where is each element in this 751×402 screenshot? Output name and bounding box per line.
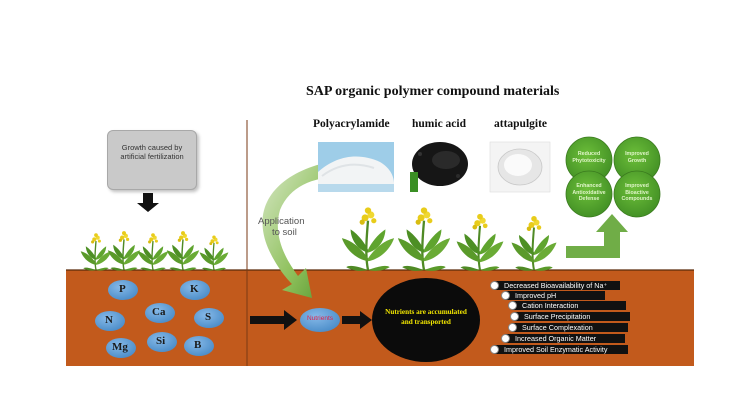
nutrient-k: K — [190, 283, 199, 295]
nutrient-ca: Ca — [152, 306, 166, 318]
accumulation-line-2: and transported — [401, 318, 451, 326]
benefit-line: Growth — [627, 157, 647, 164]
fertilization-box: Growth caused by artificial fertilizatio… — [107, 130, 197, 190]
benefit-label-antioxidative-defense: Enhanced Antioxidative Defense — [567, 183, 611, 203]
accumulation-circle — [372, 278, 480, 362]
nutrient-si: Si — [156, 335, 166, 347]
benefit-line: Enhanced — [576, 183, 602, 189]
application-label: Application to soil — [258, 216, 304, 238]
nutrients-bubble-label: Nutrients — [306, 315, 333, 322]
benefit-line: Compounds — [621, 196, 653, 202]
nutrient-b: B — [194, 339, 202, 351]
humic-acid-photo — [410, 142, 468, 192]
nutrient-n: N — [105, 314, 113, 326]
fertilization-line-2: artificial fertilization — [120, 152, 184, 161]
effect-item: Improved pH — [505, 291, 605, 300]
application-arrow-icon — [262, 160, 340, 298]
bullet-icon — [490, 281, 499, 290]
application-line-1: Application — [258, 216, 305, 227]
benefit-line: Improved — [625, 151, 649, 157]
bullet-icon — [510, 312, 519, 321]
benefit-label-improved-growth: Improved Growth — [615, 151, 659, 164]
benefit-line: Improved — [625, 183, 649, 189]
accumulation-line-1: Nutrients are accumulated — [385, 308, 467, 316]
right-arrow-icon — [250, 310, 297, 330]
up-arrow-icon — [566, 214, 628, 258]
nutrient-bubbles — [95, 280, 224, 358]
material-label-humic-acid: humic acid — [412, 118, 466, 130]
polyacrylamide-photo — [318, 142, 394, 192]
effect-item: Surface Precipitation — [514, 312, 630, 321]
nutrient-mg: Mg — [112, 341, 128, 353]
fertilization-line-1: Growth caused by — [121, 143, 183, 152]
right-plants — [340, 206, 558, 273]
benefit-line: Reduced — [577, 151, 601, 157]
benefit-line: Antioxidative — [572, 189, 606, 196]
benefit-line: Bioactive — [625, 189, 649, 196]
benefit-circles — [565, 136, 661, 218]
bullet-icon — [501, 334, 510, 343]
benefit-label-reduced-phytotoxicity: Reduced Phytotoxicity — [567, 151, 611, 164]
effect-item: Decreased Bioavailability of Na⁺ — [494, 281, 620, 290]
benefit-line: Defense — [578, 196, 600, 202]
application-line-2: to soil — [272, 227, 297, 238]
accumulation-text: Nutrients are accumulated and transporte… — [380, 307, 472, 327]
effect-item: Increased Organic Matter — [505, 334, 625, 343]
attapulgite-photo — [489, 141, 551, 193]
right-arrow-icon-2 — [342, 311, 372, 329]
diagram-title: SAP organic polymer compound materials — [306, 84, 560, 99]
fertilization-text: Growth caused by artificial fertilizatio… — [108, 143, 196, 161]
nutrient-s: S — [205, 311, 212, 323]
effect-item: Improved Soil Enzymatic Activity — [494, 345, 628, 354]
left-plants — [80, 230, 230, 272]
nutrients-bubble — [300, 308, 340, 332]
bullet-icon — [490, 345, 499, 354]
effect-item: Surface Complexation — [512, 323, 628, 332]
bullet-icon — [508, 323, 517, 332]
benefit-line: Phytotoxicity — [572, 157, 606, 164]
benefit-label-bioactive-compounds: Improved Bioactive Compounds — [615, 183, 659, 203]
nutrient-p: P — [119, 283, 126, 295]
bullet-icon — [508, 301, 517, 310]
effect-item: Cation Interaction — [512, 301, 626, 310]
material-label-attapulgite: attapulgite — [494, 118, 548, 130]
bullet-icon — [501, 291, 510, 300]
material-label-polyacrylamide: Polyacrylamide — [313, 118, 390, 130]
down-arrow-icon — [137, 193, 159, 212]
